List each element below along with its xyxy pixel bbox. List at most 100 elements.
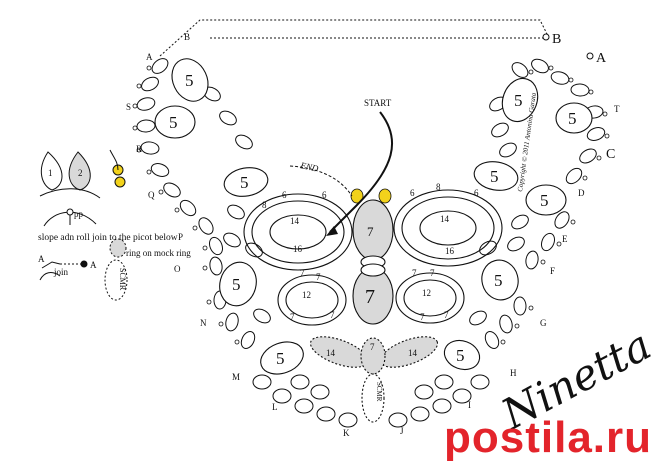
small-ring-right bbox=[511, 62, 529, 78]
svg-text:N: N bbox=[200, 318, 207, 328]
small-ring-left bbox=[136, 119, 156, 133]
small-ring-right-inner bbox=[499, 142, 517, 158]
left-large-ring-labels: 555 55 bbox=[169, 71, 285, 368]
small-ring-right bbox=[531, 58, 549, 74]
picot-left bbox=[136, 147, 142, 153]
legend-scmr-label: SCMR bbox=[118, 268, 127, 291]
picot-right bbox=[528, 69, 534, 75]
svg-text:5: 5 bbox=[456, 346, 465, 365]
small-ring-right bbox=[554, 211, 570, 229]
svg-text:Q: Q bbox=[148, 190, 155, 200]
picot-right bbox=[596, 155, 602, 161]
small-ring-right-inner bbox=[511, 214, 529, 230]
small-ring-left bbox=[136, 97, 156, 111]
picot-right bbox=[548, 65, 554, 71]
svg-text:J: J bbox=[400, 426, 404, 436]
letter-a-right: A bbox=[596, 51, 607, 66]
right-center-ovals bbox=[393, 189, 503, 324]
small-ring-left bbox=[209, 256, 223, 276]
small-ring-bottom bbox=[338, 412, 358, 428]
svg-text:5: 5 bbox=[169, 113, 178, 132]
svg-text:F: F bbox=[550, 266, 555, 276]
svg-text:14: 14 bbox=[290, 216, 300, 226]
center-scmr-label: SCMR bbox=[375, 382, 383, 402]
picot-left bbox=[132, 125, 138, 131]
legend-join-text: join bbox=[53, 267, 69, 277]
svg-text:G: G bbox=[540, 318, 547, 328]
svg-text:7: 7 bbox=[300, 268, 305, 278]
legend-ring-1-label: 1 bbox=[48, 168, 53, 178]
svg-text:L: L bbox=[272, 402, 278, 412]
small-ring-left-inner bbox=[245, 242, 263, 258]
picot-right bbox=[570, 219, 576, 225]
small-ring-bottom bbox=[388, 412, 408, 428]
small-ring-left-inner bbox=[227, 204, 245, 220]
letter-b-left: B bbox=[184, 32, 190, 42]
picot-left bbox=[202, 245, 208, 251]
picot-left bbox=[218, 321, 224, 327]
picot-right bbox=[540, 259, 546, 265]
svg-text:5: 5 bbox=[240, 173, 249, 192]
small-ring-left bbox=[240, 330, 256, 350]
legend-pp-label: pp bbox=[74, 209, 84, 219]
center-top-ring-count: 7 bbox=[367, 224, 374, 239]
legend-rings bbox=[39, 149, 128, 301]
svg-text:16: 16 bbox=[293, 244, 303, 254]
small-ring-left bbox=[140, 141, 160, 155]
small-ring-left-inner bbox=[219, 110, 237, 126]
svg-text:5: 5 bbox=[232, 275, 241, 294]
picot-left bbox=[174, 207, 180, 213]
small-ring-bottom bbox=[410, 406, 430, 422]
picot-right bbox=[568, 77, 574, 83]
small-ring-left bbox=[150, 163, 170, 177]
right-arm-rings bbox=[469, 58, 610, 350]
left-arm-rings bbox=[132, 58, 271, 350]
svg-text:7: 7 bbox=[444, 310, 449, 320]
small-ring-right bbox=[579, 148, 597, 164]
small-ring-right bbox=[525, 250, 539, 270]
picot-left bbox=[146, 65, 152, 71]
svg-text:7: 7 bbox=[420, 312, 425, 322]
center-column bbox=[309, 199, 439, 423]
small-ring-right-inner bbox=[507, 236, 525, 252]
top-connector bbox=[159, 19, 549, 57]
small-ring-left bbox=[225, 312, 239, 332]
small-ring-left bbox=[179, 199, 197, 217]
svg-text:S: S bbox=[126, 102, 131, 112]
side-letters: S R Q P O N M L K J I H G F E D C T bbox=[126, 102, 620, 438]
watermark-site: postila.ru bbox=[444, 413, 652, 462]
center-middle-ring-count: 7 bbox=[365, 286, 375, 308]
end-arrow bbox=[289, 165, 353, 197]
small-ring-right bbox=[540, 232, 556, 252]
picot-left bbox=[132, 103, 138, 109]
svg-text:7: 7 bbox=[412, 268, 417, 278]
small-ring-right bbox=[586, 127, 606, 141]
svg-text:8: 8 bbox=[262, 200, 267, 210]
right-large-ring-labels: 555 555 bbox=[456, 91, 577, 365]
picot-left bbox=[206, 299, 212, 305]
letter-b-right: B bbox=[552, 32, 561, 47]
small-ring-right-inner bbox=[479, 240, 497, 256]
svg-text:O: O bbox=[174, 264, 181, 274]
picot-right bbox=[582, 175, 588, 181]
start-arrow bbox=[329, 111, 394, 233]
small-ring-left bbox=[163, 182, 181, 198]
small-ring-right bbox=[550, 71, 570, 85]
small-ring-right bbox=[513, 296, 527, 316]
svg-text:7: 7 bbox=[290, 312, 295, 322]
svg-text:5: 5 bbox=[514, 91, 523, 110]
svg-text:H: H bbox=[510, 368, 517, 378]
small-ring-left bbox=[208, 236, 224, 256]
svg-text:M: M bbox=[232, 372, 240, 382]
svg-text:5: 5 bbox=[540, 191, 549, 210]
svg-text:D: D bbox=[578, 188, 585, 198]
small-ring-bottom bbox=[310, 384, 330, 400]
small-ring-left-inner bbox=[235, 134, 253, 150]
svg-text:T: T bbox=[614, 104, 620, 114]
end-label: END bbox=[299, 160, 320, 174]
svg-text:16: 16 bbox=[445, 246, 455, 256]
small-ring-right bbox=[484, 330, 500, 350]
